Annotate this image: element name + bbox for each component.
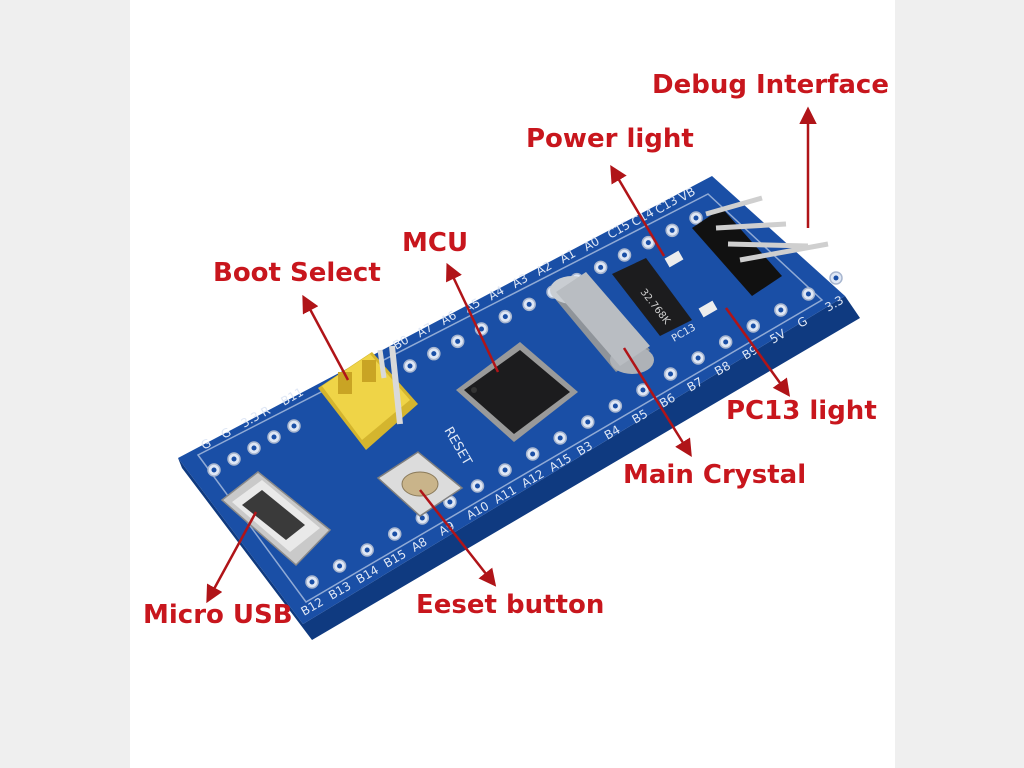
left-header-hole-drill: [251, 445, 257, 451]
top-pin-label: A4: [486, 283, 507, 303]
arrow-boot-select: [302, 294, 350, 381]
left-header-hole-drill: [211, 467, 217, 473]
arrow-mcu: [446, 262, 500, 373]
left-header-hole-drill: [271, 434, 277, 440]
top-header-hole-drill: [455, 338, 461, 344]
left-side-panel: [0, 0, 130, 768]
power-led: [664, 250, 684, 268]
bottom-header-hole-drill: [805, 291, 811, 297]
bottom-pin-label: B7: [685, 375, 706, 395]
bottom-header-hole-drill: [530, 451, 536, 457]
debug-header: [692, 195, 829, 296]
bottom-header-hole-drill: [778, 307, 784, 313]
bottom-header-hole-drill: [833, 275, 839, 281]
top-pin-label: A2: [534, 259, 555, 279]
top-header-hole-drill: [431, 351, 437, 357]
bottom-pin-label: B3: [574, 439, 595, 459]
top-header-hole-drill: [526, 301, 532, 307]
bottom-header-holes: [305, 271, 843, 589]
board-edge: [178, 296, 860, 640]
bottom-header-hole-drill: [585, 419, 591, 425]
annotation-arrows: [206, 106, 817, 604]
bottom-header-hole-drill: [419, 515, 425, 521]
top-header-hole-drill: [502, 314, 508, 320]
top-header-hole-drill: [479, 326, 484, 332]
bottom-header-hole-drill: [668, 371, 674, 377]
arrow-reset-button: [419, 489, 497, 587]
bottom-header-hole-drill: [640, 387, 646, 393]
bottom-pin-label: B4: [602, 423, 623, 443]
bottom-header-hole-drill: [309, 579, 315, 585]
label-debug-interface: Debug Interface: [652, 70, 889, 100]
label-reset-button: Eeset button: [416, 590, 605, 620]
label-mcu: MCU: [402, 228, 469, 258]
bottom-header-hole-drill: [474, 483, 480, 489]
label-micro-usb: Micro USB: [143, 600, 293, 630]
arrow-pc13-light: [724, 307, 791, 397]
top-header-hole-drill: [693, 215, 699, 221]
top-header-hole-drill: [645, 240, 651, 246]
left-header-hole-drill: [291, 423, 297, 429]
bottom-header-hole-drill: [337, 563, 343, 569]
label-boot-select: Boot Select: [213, 258, 381, 288]
arrow-micro-usb: [206, 511, 258, 604]
bottom-header-hole-drill: [695, 355, 701, 361]
arrow-power-light: [610, 164, 666, 257]
top-header-hole-drill: [622, 252, 627, 258]
rtc-crystal: 32.768K: [612, 258, 692, 336]
top-pin-label: B0: [391, 333, 412, 353]
bottom-header-hole-drill: [447, 499, 453, 505]
top-pin-label: A0: [581, 234, 602, 254]
boot-select-jumper: [318, 345, 418, 450]
micro-usb-connector: [220, 471, 332, 567]
bottom-pin-label: B6: [657, 391, 678, 411]
bottom-header-hole-drill: [364, 547, 370, 553]
bottom-pin-label: A9: [436, 519, 457, 539]
bottom-pin-label: A8: [409, 535, 430, 555]
mcu-chip: [456, 342, 578, 442]
bottom-header-hole-drill: [557, 435, 563, 441]
top-pin-label: A3: [510, 271, 531, 291]
top-header-hole-drill: [669, 227, 675, 233]
bottom-pin-label: B8: [712, 359, 733, 379]
bottom-header-hole-drill: [750, 323, 756, 329]
label-main-crystal: Main Crystal: [623, 460, 807, 490]
top-pin-label: A5: [462, 296, 483, 316]
bottom-pin-label: B5: [629, 407, 650, 427]
board-inner-border: [196, 193, 824, 603]
label-power-light: Power light: [526, 124, 694, 154]
bottom-header-hole-drill: [502, 467, 508, 473]
top-header-hole-drill: [598, 264, 604, 270]
bottom-header-hole-drill: [723, 339, 729, 345]
top-header-hole-drill: [407, 363, 413, 369]
top-pin-label: A6: [438, 308, 459, 328]
label-pc13-light: PC13 light: [726, 396, 877, 426]
bottom-header-hole-drill: [612, 403, 618, 409]
left-header-hole-drill: [231, 456, 237, 462]
top-pin-label: A1: [557, 246, 578, 266]
arrow-main-crystal: [622, 347, 692, 457]
right-side-panel: [895, 0, 1024, 768]
top-pin-label: A7: [414, 320, 435, 340]
pc13-led: [698, 300, 718, 318]
bottom-header-hole-drill: [392, 531, 398, 537]
